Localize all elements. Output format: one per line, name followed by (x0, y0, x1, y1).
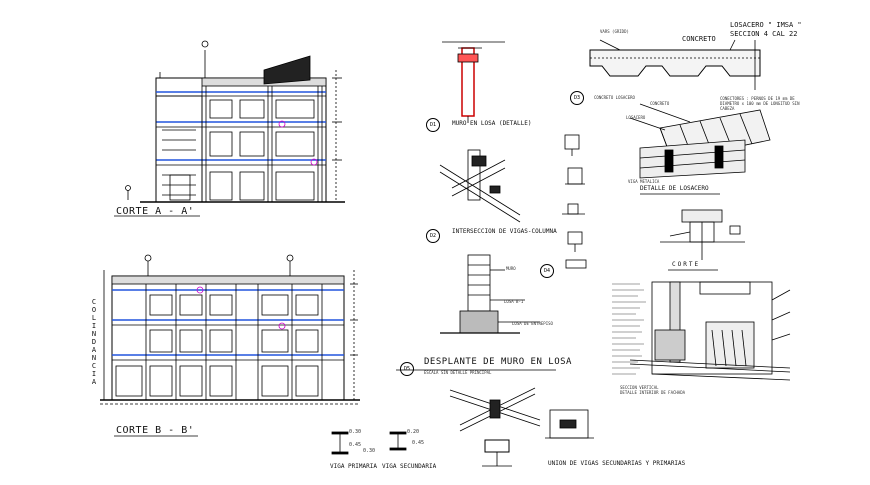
losacero-title: LOSACERO " IMSA " (730, 21, 802, 29)
corte-connection-detail (660, 209, 745, 260)
losacero-section (589, 39, 761, 90)
detail-marker-d4: D4 (540, 264, 554, 278)
wall-label: MURO (506, 266, 516, 271)
detail-wall-footing (440, 254, 540, 334)
detail-wall-slab-label: MURO EN LOSA (DETALLE) (452, 120, 532, 127)
secondary-beam-label: VIGA SECUNDARIA (382, 463, 437, 470)
section-b-title: CORTE B - B' (116, 425, 195, 436)
dim-030-b: 0.30 (363, 448, 376, 454)
facade-detail-label: DETALLE INTERIOR DE FACHADA (620, 390, 686, 395)
section-b-building (100, 254, 360, 405)
section-a-title: CORTE A - A' (116, 206, 195, 217)
concrete-deck-label: CONCRETO LOSACERO (594, 95, 635, 100)
detail-marker-d3: D3 (570, 91, 584, 105)
steel-beam-label: VIGA METALICA (628, 179, 660, 184)
dim-020: 0.20 (407, 429, 420, 435)
beam-sections (331, 431, 512, 467)
primary-beam-label: VIGA PRIMARIA (330, 463, 377, 470)
rebar-label: VARS (GRIDD) (600, 29, 629, 34)
dim-045-b: 0.45 (412, 440, 425, 446)
detail-marker-d1: D1 (426, 118, 440, 132)
detail-beam-union (449, 387, 594, 439)
detail-marker-d5: D5 (400, 362, 414, 376)
vertical-section-label: SECCION VERTICAL (620, 385, 659, 390)
detail-marker-d2: D2 (426, 229, 440, 243)
facade-detail (629, 281, 791, 381)
detail-footing-subtitle: ESCALA SIN DETALLE PRINCIPAL (424, 370, 492, 375)
detail-beam-column-label: INTERSECCION DE VIGAS-COLUMNA (452, 228, 557, 235)
detail-beam-column (439, 149, 521, 223)
deck-detail-title: DETALLE DE LOSACERO (640, 185, 709, 192)
dim-045-a: 0.45 (349, 442, 362, 448)
slab-b-label: LOSA B-1 (504, 299, 524, 304)
detail-beam-union-label: UNION DE VIGAS SECUNDARIAS Y PRIMARIAS (548, 460, 686, 467)
floor-slab-label: LOSA DE ENTREPISO (512, 321, 553, 326)
notes-block (612, 283, 646, 375)
concrete-label-2: CONCRETO (650, 101, 670, 106)
losacero-3d-detail (629, 103, 771, 179)
detail-footing-title: DESPLANTE DE MURO EN LOSA (424, 357, 572, 367)
section-a-building (125, 40, 345, 203)
cut-detail-title: CORTE (672, 261, 701, 268)
small-connection-details (562, 134, 587, 269)
concrete-label: CONCRETO (682, 35, 716, 43)
losacero-subtitle: SECCION 4 CAL 22 (730, 30, 798, 38)
connectors-label: CONECTORES : PERNOS DE 19 mm DE DIAMETRO… (720, 96, 800, 111)
dim-030-a: 0.30 (349, 429, 362, 435)
deck-label-2: LOSACERO (626, 115, 646, 120)
detail-wall-on-slab (442, 41, 505, 123)
